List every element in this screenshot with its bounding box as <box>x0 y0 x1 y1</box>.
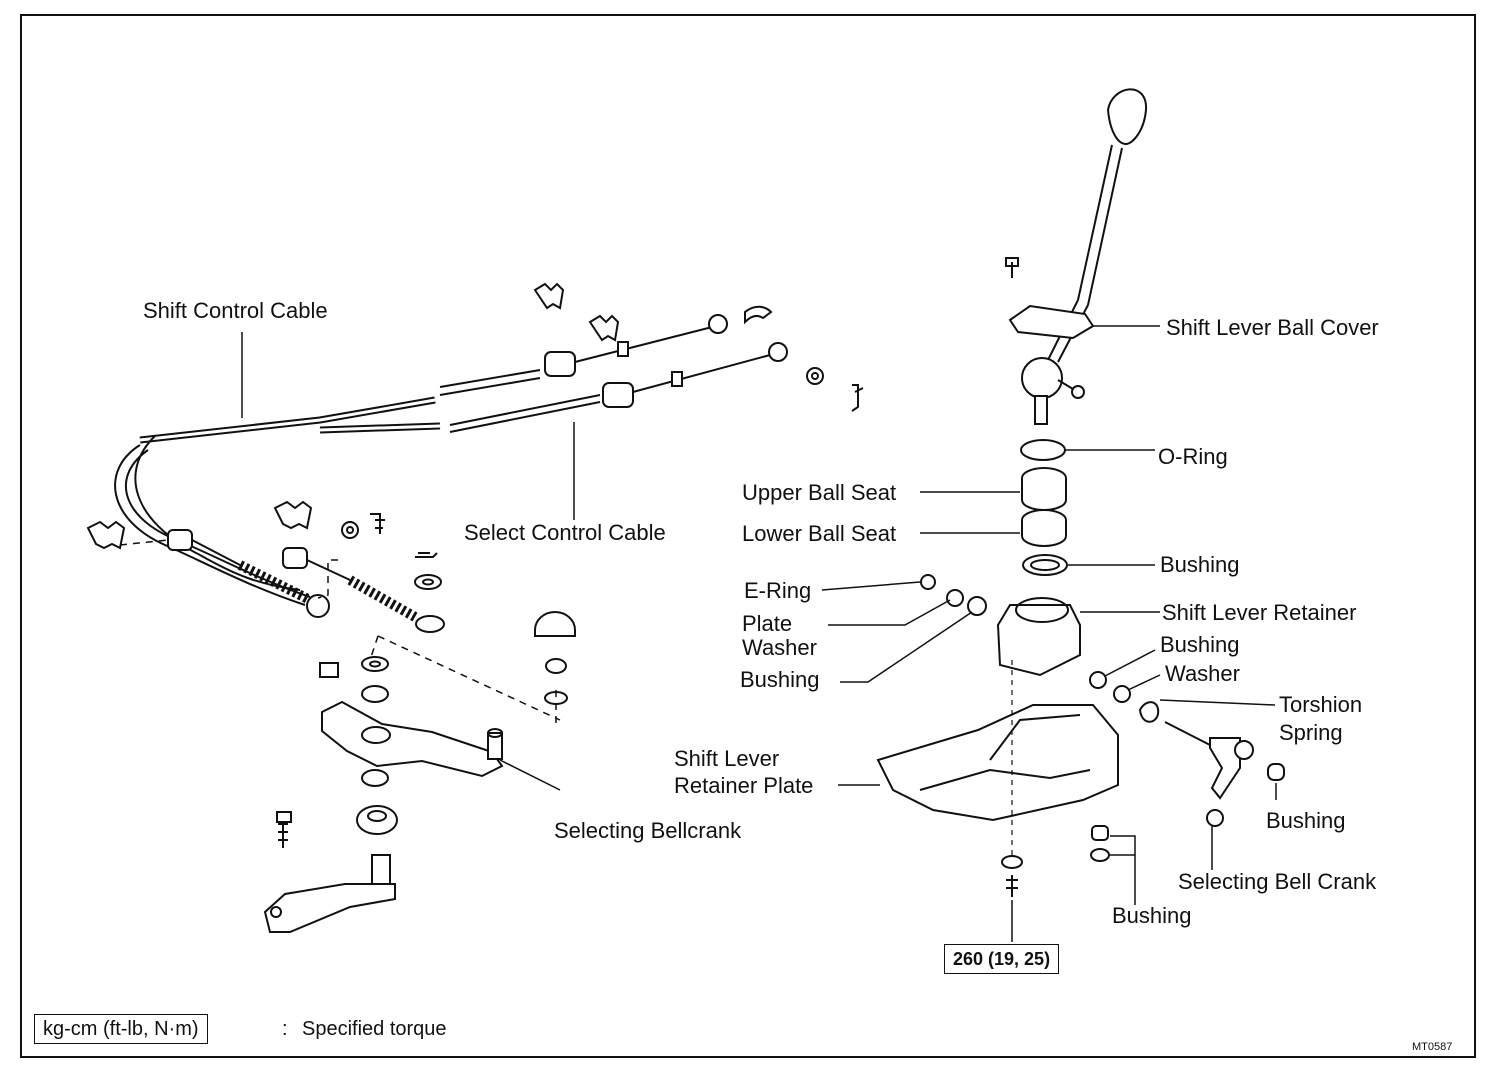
label-bushing-right-upper: Bushing <box>1160 632 1240 657</box>
label-select-control-cable: Select Control Cable <box>464 520 666 545</box>
figure-code: MT0587 <box>1412 1041 1453 1053</box>
shift-lever-retainer-part <box>996 597 1160 677</box>
right-small-parts <box>1089 649 1285 870</box>
left-hardware-stack <box>319 574 576 835</box>
label-selecting-bell-crank: Selecting Bell Crank <box>1178 869 1377 894</box>
label-shift-lever-ball-cover: Shift Lever Ball Cover <box>1166 315 1379 340</box>
select-control-cable <box>134 342 788 591</box>
upper-ball-seat-part <box>920 467 1067 511</box>
label-shift-lever-retainer: Shift Lever Retainer <box>1162 600 1357 625</box>
label-retainer-plate-line1: Shift Lever <box>674 746 780 771</box>
shift-lever-ball-cover <box>1005 257 1160 340</box>
legend-separator: : <box>282 1018 288 1040</box>
legend-unit-box: kg-cm (ft-lb, N·m) <box>34 1014 208 1044</box>
legend-description: Specified torque <box>302 1018 447 1040</box>
shift-control-cable <box>114 314 728 606</box>
cable-clips <box>86 282 864 558</box>
label-bushing-left: Bushing <box>740 667 820 692</box>
label-bushing-upper: Bushing <box>1160 552 1240 577</box>
lower-bracket <box>263 811 396 933</box>
label-o-ring: O-Ring <box>1158 444 1228 469</box>
o-ring-part <box>1020 439 1155 461</box>
label-bushing-bottom: Bushing <box>1112 903 1192 928</box>
leader-lines-left-labels <box>241 332 575 520</box>
diagram-frame <box>20 14 1476 1058</box>
label-upper-ball-seat: Upper Ball Seat <box>742 480 897 505</box>
label-plate-washer-line1: Plate <box>742 611 793 636</box>
label-torshion-spring-line1: Torshion <box>1279 692 1363 717</box>
label-bushing-right-lower: Bushing <box>1266 808 1346 833</box>
label-selecting-bellcrank: Selecting Bellcrank <box>554 818 742 843</box>
retainer-plate-part <box>838 704 1119 822</box>
label-shift-control-cable: Shift Control Cable <box>143 298 328 323</box>
shift-lever <box>1047 88 1148 363</box>
bushing-upper-part <box>1022 554 1155 576</box>
label-plate-washer-line2: Washer <box>742 635 817 660</box>
label-retainer-plate-line2: Retainer Plate <box>674 773 814 798</box>
torque-spec-box: 260 (19, 25) <box>944 944 1060 974</box>
label-torshion-spring-line2: Spring <box>1279 720 1343 745</box>
cable-end-springs <box>167 529 445 633</box>
lower-fasteners-right <box>1001 825 1136 942</box>
label-washer: Washer <box>1165 661 1240 686</box>
small-parts-left-of-retainer <box>821 574 987 683</box>
lower-ball-seat-part <box>920 509 1067 547</box>
label-e-ring: E-Ring <box>744 578 812 603</box>
label-lower-ball-seat: Lower Ball Seat <box>742 521 897 546</box>
ball-and-pivot <box>1021 357 1085 425</box>
selecting-bellcrank-left <box>321 700 561 791</box>
dashed-leaders-left <box>119 539 561 725</box>
